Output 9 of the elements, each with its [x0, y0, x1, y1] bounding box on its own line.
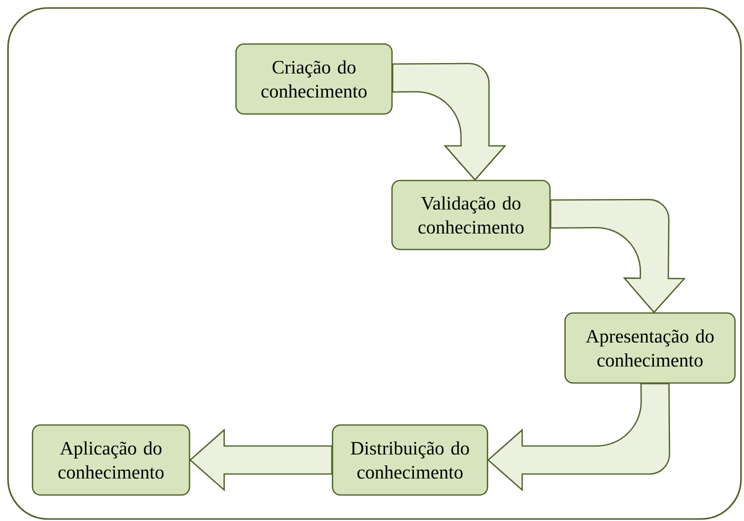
block-arrow	[189, 428, 332, 492]
process-box: Aplicação do conhecimento	[32, 424, 190, 496]
process-box: Distribuição do conhecimento	[332, 424, 488, 496]
process-box: Criação do conhecimento	[235, 43, 393, 115]
block-arrow	[550, 198, 685, 313]
block-arrow	[488, 383, 670, 491]
block-arrow	[392, 62, 506, 180]
process-box: Apresentação do conhecimento	[564, 312, 736, 384]
process-box: Validação do conhecimento	[391, 180, 551, 250]
